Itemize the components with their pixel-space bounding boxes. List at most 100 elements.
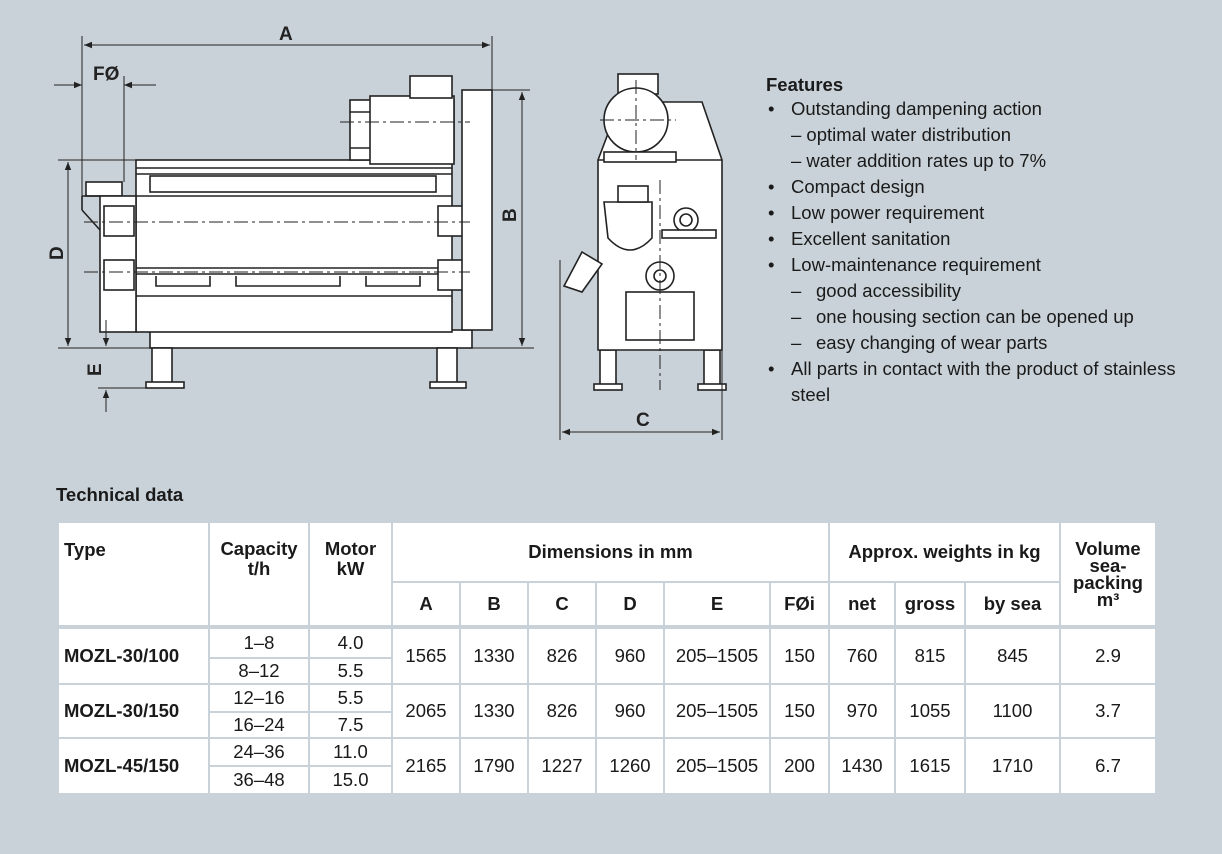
dimension-cell: 150 bbox=[769, 683, 830, 739]
header-motor: Motor kW bbox=[308, 521, 393, 627]
feature-text: easy changing of wear parts bbox=[816, 332, 1048, 353]
dimension-cell: 1330 bbox=[459, 683, 529, 739]
volume-cell: 3.7 bbox=[1059, 683, 1157, 739]
dash-marker: – bbox=[791, 306, 802, 327]
technical-data-title: Technical data bbox=[56, 484, 184, 505]
feature-item: –easy changing of wear parts bbox=[766, 330, 1206, 356]
capacity-cell: 8–12 bbox=[208, 657, 310, 685]
dimension-cell: 2065 bbox=[391, 683, 461, 739]
feature-item: – optimal water distribution bbox=[766, 122, 1206, 148]
dim-label-f: FØ bbox=[93, 64, 119, 85]
header-dim-col: D bbox=[595, 581, 665, 627]
feature-text: – optimal water distribution bbox=[791, 124, 1012, 145]
header-dim-col: E bbox=[663, 581, 771, 627]
dimension-cell: 205–1505 bbox=[663, 683, 771, 739]
dim-label-e: E bbox=[85, 363, 106, 376]
header-volume-text: Volume sea-packing m³ bbox=[1073, 538, 1143, 610]
capacity-cell: 1–8 bbox=[208, 627, 310, 659]
feature-text: Low power requirement bbox=[791, 202, 985, 223]
feature-item: Excellent sanitation bbox=[766, 226, 1206, 252]
dash-marker: – bbox=[791, 332, 802, 353]
features-title: Features bbox=[766, 74, 844, 95]
motor-cell: 4.0 bbox=[308, 627, 393, 659]
header-capacity: Capacity t/h bbox=[208, 521, 310, 627]
dimension-cell: 960 bbox=[595, 627, 665, 685]
technical-data-table: Type Capacity t/h Motor kW Dimensions in… bbox=[57, 521, 1157, 795]
dimension-cell: 1790 bbox=[459, 737, 529, 795]
volume-cell: 6.7 bbox=[1059, 737, 1157, 795]
feature-text: Low-maintenance requirement bbox=[791, 254, 1041, 275]
feature-item: Low power requirement bbox=[766, 200, 1206, 226]
dim-label-b: B bbox=[500, 208, 521, 222]
weight-cell: 815 bbox=[894, 627, 966, 685]
header-dimensions: Dimensions in mm bbox=[391, 521, 830, 583]
header-dim-col: B bbox=[459, 581, 529, 627]
feature-text: one housing section can be opened up bbox=[816, 306, 1134, 327]
capacity-cell: 36–48 bbox=[208, 765, 310, 795]
volume-cell: 2.9 bbox=[1059, 627, 1157, 685]
motor-cell: 5.5 bbox=[308, 657, 393, 685]
dim-label-d: D bbox=[47, 246, 68, 260]
dim-label-a: A bbox=[279, 24, 293, 45]
weight-cell: 1615 bbox=[894, 737, 966, 795]
dimension-cell: 150 bbox=[769, 627, 830, 685]
feature-item: Outstanding dampening action bbox=[766, 96, 1206, 122]
dimension-cell: 1565 bbox=[391, 627, 461, 685]
dimension-cell: 205–1505 bbox=[663, 737, 771, 795]
header-dim-col: FØi bbox=[769, 581, 830, 627]
motor-cell: 15.0 bbox=[308, 765, 393, 795]
feature-item: – water addition rates up to 7% bbox=[766, 148, 1206, 174]
header-capacity-text: Capacity t/h bbox=[220, 538, 298, 579]
feature-item: –one housing section can be opened up bbox=[766, 304, 1206, 330]
feature-item: Low-maintenance requirement bbox=[766, 252, 1206, 278]
feature-text: good accessibility bbox=[816, 280, 961, 301]
header-weight-col: net bbox=[828, 581, 896, 627]
dimension-cell: 960 bbox=[595, 683, 665, 739]
dim-label-c: C bbox=[636, 410, 650, 431]
weight-cell: 970 bbox=[828, 683, 896, 739]
type-cell: MOZL-30/150 bbox=[57, 683, 210, 739]
feature-text: Outstanding dampening action bbox=[791, 98, 1042, 119]
motor-cell: 5.5 bbox=[308, 683, 393, 713]
dimension-cell: 1227 bbox=[527, 737, 597, 795]
dash-marker: – bbox=[791, 280, 802, 301]
type-cell: MOZL-45/150 bbox=[57, 737, 210, 795]
dimension-cell: 1260 bbox=[595, 737, 665, 795]
header-motor-text: Motor kW bbox=[324, 538, 377, 579]
feature-item: All parts in contact with the product of… bbox=[766, 356, 1206, 408]
header-weight-col: gross bbox=[894, 581, 966, 627]
feature-text: Compact design bbox=[791, 176, 925, 197]
dimension-cell: 826 bbox=[527, 627, 597, 685]
machine-drawing: A FØ C B D E bbox=[47, 24, 727, 440]
feature-text: – water addition rates up to 7% bbox=[791, 150, 1047, 171]
capacity-cell: 24–36 bbox=[208, 737, 310, 767]
dimension-cell: 2165 bbox=[391, 737, 461, 795]
weight-cell: 1100 bbox=[964, 683, 1061, 739]
weight-cell: 1430 bbox=[828, 737, 896, 795]
dimension-cell: 200 bbox=[769, 737, 830, 795]
capacity-cell: 12–16 bbox=[208, 683, 310, 713]
feature-text: Excellent sanitation bbox=[791, 228, 951, 249]
feature-item: Compact design bbox=[766, 174, 1206, 200]
header-dim-col: A bbox=[391, 581, 461, 627]
feature-item: –good accessibility bbox=[766, 278, 1206, 304]
header-type: Type bbox=[57, 521, 210, 627]
header-weights: Approx. weights in kg bbox=[828, 521, 1061, 583]
dimension-cell: 205–1505 bbox=[663, 627, 771, 685]
type-cell: MOZL-30/100 bbox=[57, 627, 210, 685]
dimension-cell: 1330 bbox=[459, 627, 529, 685]
capacity-cell: 16–24 bbox=[208, 711, 310, 739]
feature-text: All parts in contact with the product of… bbox=[791, 358, 1176, 405]
features-list: Outstanding dampening action – optimal wa… bbox=[766, 96, 1206, 408]
weight-cell: 845 bbox=[964, 627, 1061, 685]
weight-cell: 760 bbox=[828, 627, 896, 685]
motor-cell: 7.5 bbox=[308, 711, 393, 739]
weight-cell: 1055 bbox=[894, 683, 966, 739]
dimension-cell: 826 bbox=[527, 683, 597, 739]
header-volume: Volume sea-packing m³ bbox=[1059, 521, 1157, 627]
features-section: Features Outstanding dampening action – o… bbox=[766, 74, 1206, 408]
